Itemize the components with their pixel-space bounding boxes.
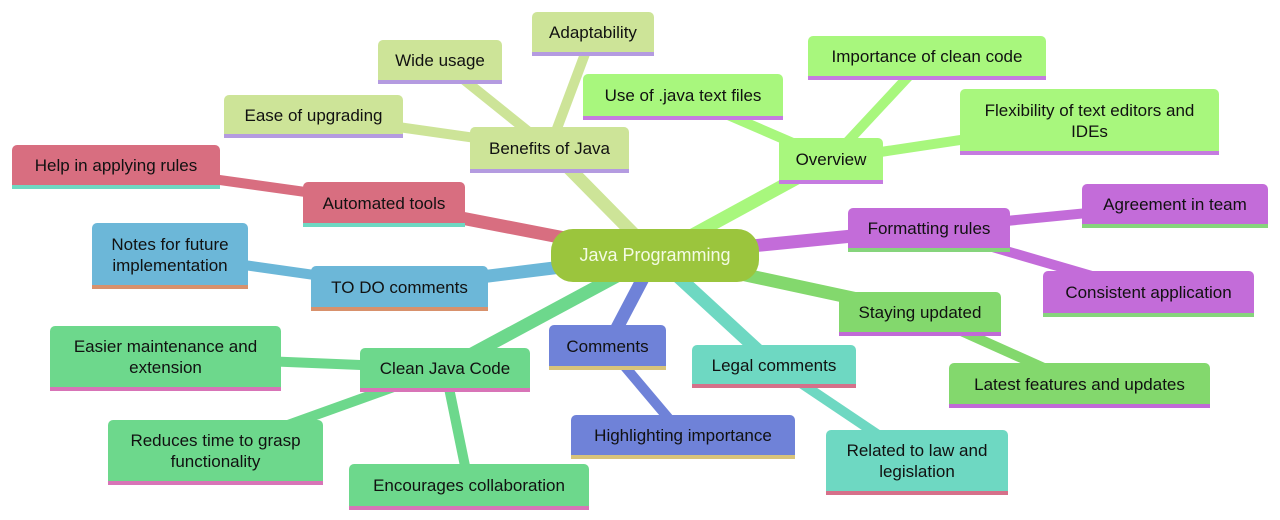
branch-node-todo-label: TO DO comments bbox=[331, 277, 468, 297]
root-node-label: Java Programming bbox=[579, 245, 731, 265]
branch-node-benefits-label: Benefits of Java bbox=[489, 139, 610, 158]
leaf-node-clean-0-label: Easier maintenance and extension bbox=[73, 337, 258, 377]
leaf-node-benefits-0-label: Ease of upgrading bbox=[244, 105, 383, 125]
branch-node-automated-label: Automated tools bbox=[322, 193, 446, 213]
branch-node-overview[interactable]: Overview bbox=[779, 138, 883, 184]
leaf-node-clean-0[interactable]: Easier maintenance and extension bbox=[50, 326, 281, 391]
leaf-node-overview-2-label: Flexibility of text editors and IDEs bbox=[984, 100, 1195, 141]
leaf-node-todo-0[interactable]: Notes for future implementation bbox=[92, 223, 248, 289]
leaf-node-overview-2[interactable]: Flexibility of text editors and IDEs bbox=[960, 89, 1219, 155]
leaf-node-benefits-2[interactable]: Adaptability bbox=[532, 12, 654, 56]
leaf-node-formatting-0[interactable]: Agreement in team bbox=[1082, 184, 1268, 228]
branch-node-clean-label: Clean Java Code bbox=[379, 359, 511, 378]
leaf-node-clean-1-label: Reduces time to grasp functionality bbox=[130, 431, 301, 471]
leaf-node-overview-0-label: Use of .java text files bbox=[604, 86, 762, 105]
leaf-node-todo-0-label: Notes for future implementation bbox=[111, 234, 229, 275]
leaf-node-automated-0-label: Help in applying rules bbox=[34, 156, 198, 175]
leaf-node-overview-1-label: Importance of clean code bbox=[831, 47, 1023, 66]
leaf-node-overview-0[interactable]: Use of .java text files bbox=[583, 74, 783, 120]
leaf-node-benefits-1[interactable]: Wide usage bbox=[378, 40, 502, 84]
leaf-node-staying-0[interactable]: Latest features and updates bbox=[949, 363, 1210, 408]
leaf-node-formatting-1-label: Consistent application bbox=[1065, 283, 1232, 302]
leaf-node-benefits-1-label: Wide usage bbox=[395, 51, 485, 70]
branch-node-comments[interactable]: Comments bbox=[549, 325, 666, 370]
leaf-node-legal-0-label: Related to law and legislation bbox=[846, 441, 988, 481]
leaf-node-clean-1[interactable]: Reduces time to grasp functionality bbox=[108, 420, 323, 485]
branch-node-staying[interactable]: Staying updated bbox=[839, 292, 1001, 336]
leaf-node-automated-0[interactable]: Help in applying rules bbox=[12, 145, 220, 189]
leaf-node-comments-0-label: Highlighting importance bbox=[594, 426, 772, 445]
branch-node-benefits[interactable]: Benefits of Java bbox=[470, 127, 629, 173]
branch-node-formatting[interactable]: Formatting rules bbox=[848, 208, 1010, 252]
branch-node-legal-label: Legal comments bbox=[711, 355, 837, 375]
leaf-node-benefits-2-label: Adaptability bbox=[549, 23, 637, 42]
branch-node-formatting-label: Formatting rules bbox=[867, 219, 991, 238]
branch-node-clean[interactable]: Clean Java Code bbox=[360, 348, 530, 392]
leaf-node-formatting-1[interactable]: Consistent application bbox=[1043, 271, 1254, 317]
leaf-node-comments-0[interactable]: Highlighting importance bbox=[571, 415, 795, 459]
branch-node-todo[interactable]: TO DO comments bbox=[311, 266, 488, 311]
root-node[interactable]: Java Programming bbox=[551, 229, 759, 282]
branch-node-staying-label: Staying updated bbox=[858, 303, 982, 322]
leaf-node-staying-0-label: Latest features and updates bbox=[974, 374, 1185, 394]
branch-node-automated[interactable]: Automated tools bbox=[303, 182, 465, 227]
branch-node-comments-label: Comments bbox=[566, 336, 649, 356]
leaf-node-overview-1[interactable]: Importance of clean code bbox=[808, 36, 1046, 80]
branch-node-overview-label: Overview bbox=[795, 150, 867, 169]
leaf-node-clean-2-label: Encourages collaboration bbox=[373, 476, 565, 495]
leaf-node-clean-2[interactable]: Encourages collaboration bbox=[349, 464, 589, 510]
leaf-node-legal-0[interactable]: Related to law and legislation bbox=[826, 430, 1008, 495]
branch-node-legal[interactable]: Legal comments bbox=[692, 345, 856, 388]
leaf-node-formatting-0-label: Agreement in team bbox=[1103, 195, 1247, 214]
leaf-node-benefits-0[interactable]: Ease of upgrading bbox=[224, 95, 403, 138]
